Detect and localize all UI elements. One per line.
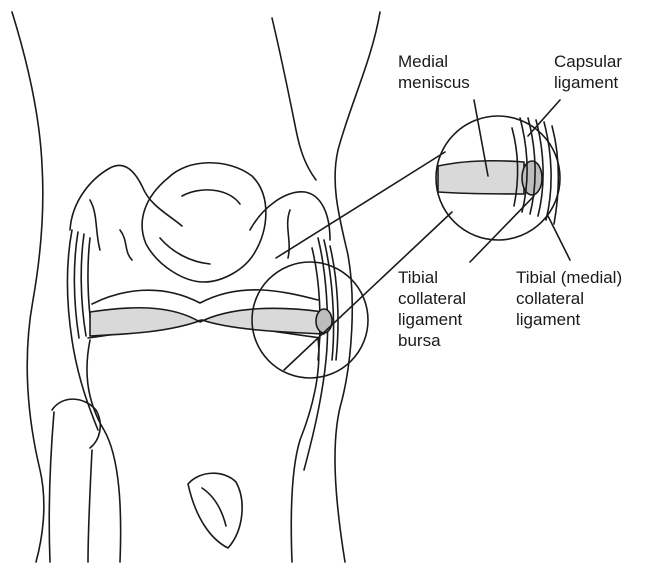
tibial-tuberosity	[188, 473, 242, 548]
label-tibial-medial-collateral-ligament: Tibial (medial) collateral ligament	[516, 267, 622, 330]
leg-outline-left	[12, 12, 44, 562]
femur-shading-3	[120, 230, 132, 260]
femur-shading-1	[90, 200, 100, 250]
patella-texture	[160, 238, 210, 264]
leader-bursa	[470, 196, 534, 262]
fibula-shaft-left	[49, 412, 54, 562]
medial-meniscus-band	[90, 308, 324, 336]
bursa-main	[316, 309, 332, 333]
label-capsular-ligament: Capsular ligament	[554, 51, 622, 93]
inset-bursa	[522, 161, 542, 195]
tibia-right-edge	[291, 338, 319, 562]
fibula-shaft-right	[88, 450, 92, 562]
patella	[142, 163, 266, 282]
leader-collateral-ligament	[548, 216, 570, 260]
fibula-head	[52, 399, 100, 448]
label-tibial-collateral-ligament-bursa: Tibial collateral ligament bursa	[398, 267, 466, 351]
label-medial-meniscus: Medial meniscus	[398, 51, 470, 93]
leader-capsular-ligament	[528, 100, 560, 136]
inset-meniscus	[438, 161, 524, 194]
medial-collateral-ligament	[304, 238, 328, 470]
femur-lateral-condyle	[70, 165, 182, 230]
thigh-inner-line	[272, 18, 316, 180]
femur-medial-condyle	[250, 192, 330, 240]
femur-lower-edge	[92, 290, 318, 304]
patella-inner-contour	[182, 190, 240, 204]
